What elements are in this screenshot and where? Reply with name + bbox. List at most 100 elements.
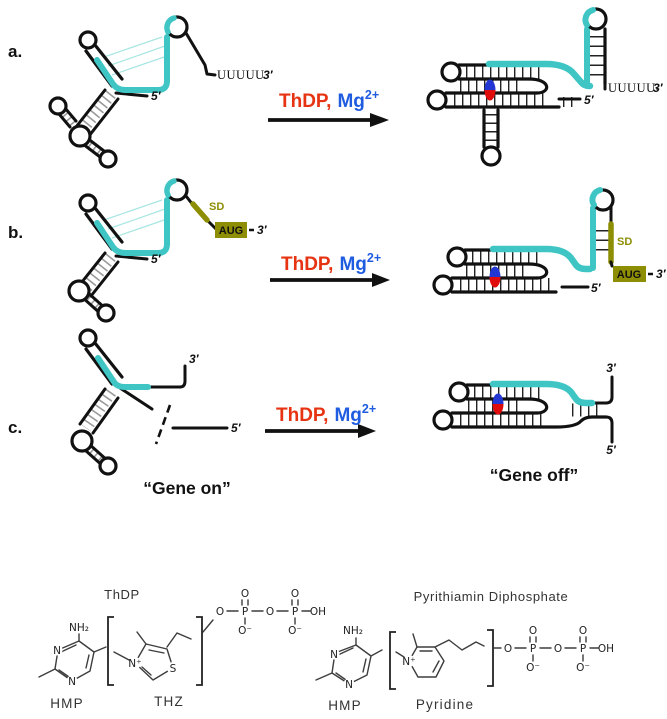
panel-a: a. 5′ UUUUU 3′ xyxy=(8,7,664,169)
backbone-line xyxy=(450,415,608,429)
panel-a-letter: a. xyxy=(8,42,22,61)
backbone-line xyxy=(609,260,614,268)
reaction-label: ThDP,Mg2+ xyxy=(279,88,379,112)
pyridine-label: Pyridine xyxy=(416,697,474,712)
hairpin-loop xyxy=(78,30,98,50)
hairpin-loop xyxy=(432,274,454,296)
atom-label: O xyxy=(291,588,299,600)
atom-label: O xyxy=(241,588,249,600)
panel-c-right-structure: 3′ 5′ xyxy=(432,361,617,457)
hairpin-loop xyxy=(78,193,98,213)
double-bond xyxy=(335,672,347,681)
hairpin-loop xyxy=(426,89,448,111)
double-bond xyxy=(141,666,152,676)
ladder-rungs xyxy=(77,90,116,134)
ethyl-chain xyxy=(434,639,485,651)
atom-label: O⁻ xyxy=(288,625,302,637)
thdp-ligand-icon xyxy=(489,277,501,288)
atom-label: O xyxy=(529,625,537,637)
aug-label: AUG xyxy=(617,269,641,281)
atom-label: O xyxy=(554,643,562,655)
atom-label: O xyxy=(216,606,224,618)
backbone-stem xyxy=(93,206,124,244)
aug-label: AUG xyxy=(219,225,243,237)
sd-label: SD xyxy=(617,236,632,248)
aptamer-loop-arc xyxy=(582,7,596,28)
hairpin-loop xyxy=(98,149,118,169)
atom-bg xyxy=(343,678,355,690)
atom-label: N xyxy=(330,649,338,661)
atom-label: N xyxy=(53,645,61,657)
panel-a-left-structure: 5′ UUUUU 3′ xyxy=(48,15,274,169)
five-prime-label: 5′ xyxy=(591,281,602,295)
panel-b-letter: b. xyxy=(8,223,23,242)
aptamer-loop-arc xyxy=(589,187,603,208)
backbone-turn xyxy=(527,77,549,95)
kissing-interaction xyxy=(111,218,168,239)
cofactor-charge: 2+ xyxy=(367,251,381,265)
thdp-structure: ThDP N N NH₂ N⁺ xyxy=(38,587,326,711)
atom-bg xyxy=(403,655,415,667)
backbone-line xyxy=(118,386,154,411)
hairpin-loop xyxy=(98,456,118,476)
three-prime-label: 3′ xyxy=(263,68,274,82)
double-bond xyxy=(148,649,165,654)
panel-c: c. 3′ 5′ ThDP,Mg2+ xyxy=(8,328,617,476)
hairpin-loop xyxy=(448,381,470,403)
aptamer-strand xyxy=(489,245,594,273)
three-prime-label: 3′ xyxy=(189,352,200,366)
kissing-interaction xyxy=(107,208,166,230)
atom-bg xyxy=(66,675,78,687)
kissing-interaction xyxy=(103,36,163,58)
hairpin-loop xyxy=(440,61,462,83)
backbone-turn xyxy=(527,397,549,415)
five-prime-label: 5′ xyxy=(606,443,617,457)
atom-label: OH xyxy=(310,606,326,618)
atom-bg xyxy=(328,648,340,660)
backbone-stem xyxy=(63,106,78,123)
panel-b-left-structure: AUG SD 3′ 5′ xyxy=(67,178,268,323)
bulge-loop xyxy=(70,429,94,453)
thz-label: THZ xyxy=(154,694,184,709)
three-prime-label: 3′ xyxy=(653,81,664,95)
double-bond xyxy=(85,654,90,669)
kissing-interaction xyxy=(103,199,163,221)
atom-label: O xyxy=(579,625,587,637)
atom-bg xyxy=(167,662,179,674)
hairpin-loop xyxy=(78,328,98,348)
five-prime-label: 5′ xyxy=(584,93,595,107)
hmp-label: HMP xyxy=(328,698,362,713)
backbone-stem xyxy=(93,43,124,81)
double-bond xyxy=(58,669,70,678)
backbone-stem xyxy=(87,97,120,138)
five-prime-tail xyxy=(604,415,614,444)
five-prime-label: 5′ xyxy=(231,421,242,435)
three-prime-label: 3′ xyxy=(656,267,667,281)
methyl-bond xyxy=(315,672,333,681)
aptamer-loop-arc xyxy=(164,178,177,198)
thdp-title: ThDP xyxy=(104,587,140,602)
backbone-stem xyxy=(91,396,120,435)
thdp-ligand-icon xyxy=(492,404,504,415)
ladder-rungs xyxy=(83,443,110,468)
panel-b: b. AUG SD 3′ xyxy=(8,178,667,323)
double-bond xyxy=(337,647,354,656)
reagent-label: ThDP, xyxy=(281,254,333,275)
cleavage-dash xyxy=(154,404,172,445)
five-prime-label: 5′ xyxy=(151,252,162,266)
atom-bg xyxy=(129,657,141,669)
backbone-stem xyxy=(89,260,120,298)
atom-label: P xyxy=(580,643,586,655)
reaction-arrow-b: ThDP,Mg2+ xyxy=(270,251,390,287)
hmp-label: HMP xyxy=(50,696,84,711)
five-prime-strand xyxy=(114,254,149,261)
ladder-rungs xyxy=(79,253,116,295)
hairpin-loop xyxy=(96,303,116,323)
backbone-stem xyxy=(57,112,72,129)
aug-box xyxy=(215,222,247,238)
atom-bg xyxy=(51,644,63,656)
atom-label: O⁻ xyxy=(576,662,590,674)
aptamer-strand xyxy=(485,60,594,90)
three-prime-label: 3′ xyxy=(606,361,617,375)
arrow-head-icon xyxy=(358,424,376,438)
